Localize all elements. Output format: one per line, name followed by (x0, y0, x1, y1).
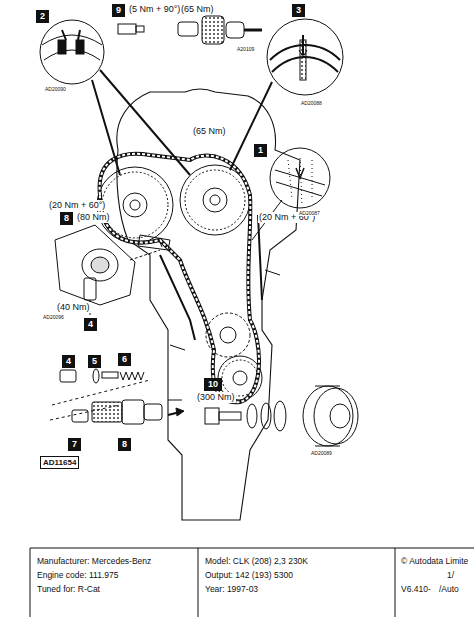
torque-value: (65 Nm) (192, 126, 227, 137)
figure-code: AD20088 (300, 100, 323, 106)
torque-value: (5 Nm + 90°) (128, 4, 181, 15)
footer-cell: 1/ (446, 570, 455, 581)
callout-number: 4 (84, 318, 97, 331)
torque-value: (65 Nm) (180, 4, 215, 15)
callout-number: 5 (88, 355, 101, 368)
callout-number: 9 (112, 4, 125, 17)
callout-number: 3 (292, 4, 305, 17)
callout-number: 8 (60, 212, 73, 225)
figure-code: A20109 (236, 46, 255, 52)
footer-cell: Tuned for: R-Cat (36, 584, 101, 595)
torque-value: (20 Nm + 60°) (48, 200, 106, 211)
torque-value: (300 Nm) (196, 392, 236, 403)
callout-number: 7 (68, 438, 81, 451)
figure-code: AD20090 (44, 86, 67, 92)
footer-cell: V6.410- (400, 584, 432, 595)
torque-value: (40 Nm) (56, 302, 91, 313)
figure-code: AD20089 (310, 450, 333, 456)
footer-cell: © Autodata Limite (400, 556, 469, 567)
footer-cell: Output: 142 (193) 5300 (204, 570, 294, 581)
callout-number: 6 (118, 353, 131, 366)
figure-code: AD20087 (298, 210, 321, 216)
callout-number: 10 (204, 378, 222, 391)
callout-number: 1 (254, 144, 267, 157)
footer-cell: /Auto (438, 584, 460, 595)
torque-value: (80 Nm) (76, 212, 111, 223)
footer-cell: Year: 1997-03 (204, 584, 259, 595)
footer-cell: Engine code: 111.975 (36, 570, 119, 581)
callout-number: 2 (36, 10, 49, 23)
figure-code: AD20096 (42, 314, 65, 320)
footer-cell: Manufacturer: Mercedes-Benz (36, 556, 152, 567)
figure-code: AD11654 (40, 456, 79, 469)
callout-number: 8 (118, 438, 131, 451)
callout-number: 4 (62, 355, 75, 368)
footer-cell: Model: CLK (208) 2,3 230K (204, 556, 309, 567)
